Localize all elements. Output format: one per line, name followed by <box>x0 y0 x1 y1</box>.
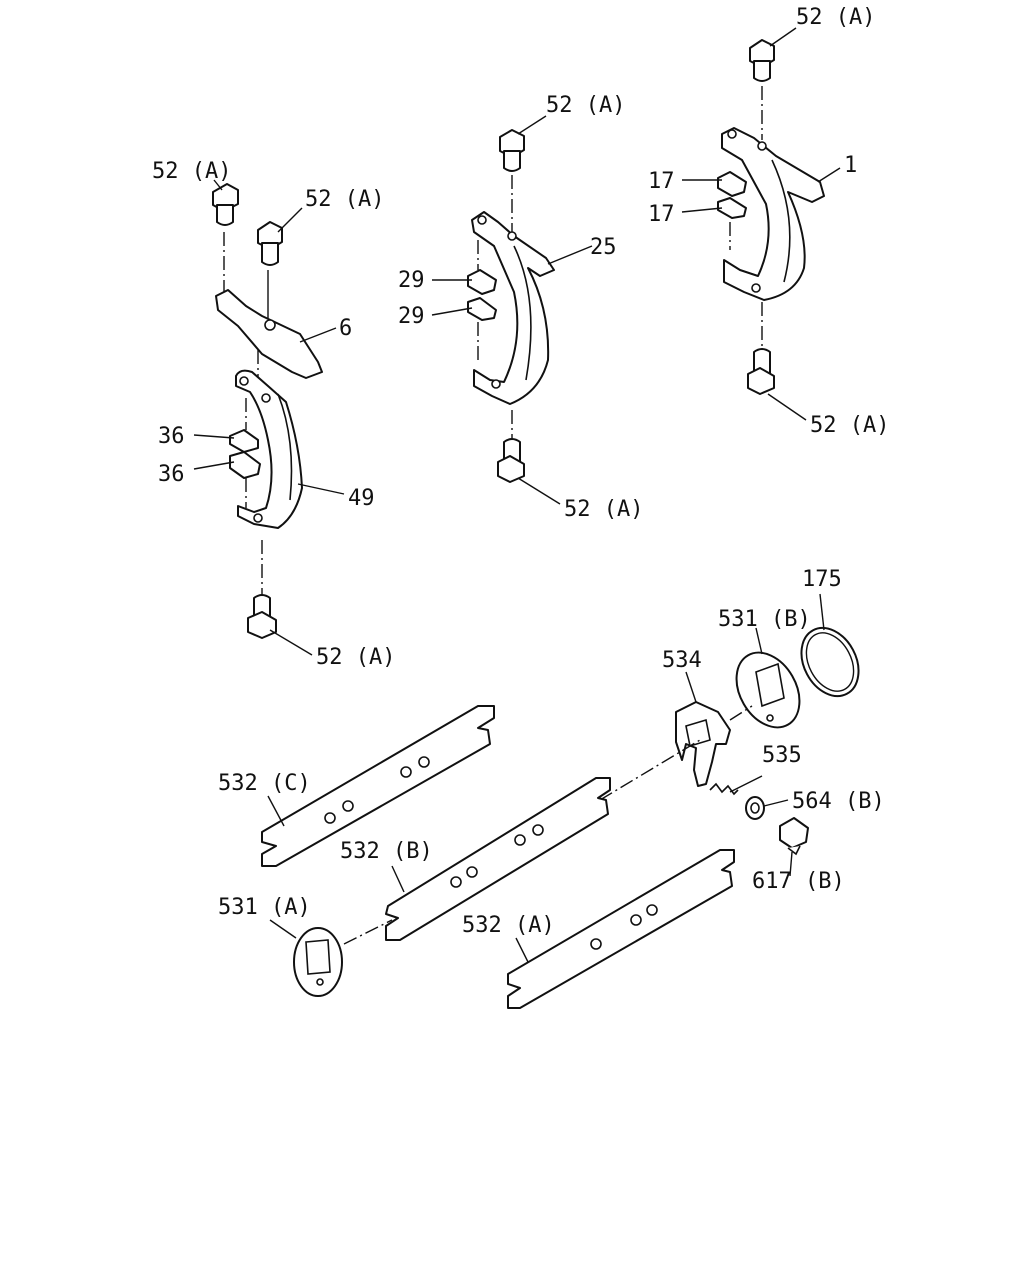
spring-535 <box>709 782 739 796</box>
label-532b: 532 (B) <box>340 839 433 864</box>
right-bolt-top <box>749 39 775 82</box>
middle-key-29-upper <box>467 269 497 295</box>
label-532a: 532 (A) <box>462 913 555 938</box>
left-bolt-bottom <box>247 594 277 639</box>
label-1: 1 <box>844 153 857 178</box>
label-25: 25 <box>590 235 617 260</box>
label-52a-left-top: 52 (A) <box>152 159 231 184</box>
label-52a-middle-bottom: 52 (A) <box>564 497 643 522</box>
label-564b: 564 (B) <box>792 789 885 814</box>
label-36-upper: 36 <box>158 424 185 449</box>
label-531b: 531 (B) <box>718 607 811 632</box>
left-key-36-lower <box>229 451 261 479</box>
left-key-36-upper <box>229 429 259 453</box>
label-531a: 531 (A) <box>218 895 311 920</box>
left-bolt-top <box>212 183 239 226</box>
fork-1 <box>721 127 825 301</box>
label-52a-left-second: 52 (A) <box>305 187 384 212</box>
rail-532b <box>385 777 611 941</box>
bracket-25 <box>471 211 555 405</box>
label-52a-left-bottom: 52 (A) <box>316 645 395 670</box>
right-key-17-lower <box>717 197 747 219</box>
middle-key-29-lower <box>467 297 497 321</box>
interlock-531a <box>293 927 343 997</box>
label-175: 175 <box>802 567 842 592</box>
right-key-17-upper <box>717 171 747 197</box>
label-29-upper: 29 <box>398 268 425 293</box>
label-52a-right-bottom: 52 (A) <box>810 413 889 438</box>
middle-bolt-top <box>499 129 525 172</box>
rail-532a <box>507 849 735 1009</box>
interlock-531b <box>735 651 801 729</box>
label-17-upper: 17 <box>648 169 675 194</box>
middle-bolt-bottom <box>497 438 525 483</box>
label-532c: 532 (C) <box>218 771 311 796</box>
washer-564b <box>745 796 765 820</box>
label-52a-right-top: 52 (A) <box>796 5 875 30</box>
label-534: 534 <box>662 648 702 673</box>
label-36-lower: 36 <box>158 462 185 487</box>
ring-175 <box>800 626 860 698</box>
label-6: 6 <box>339 316 352 341</box>
label-617b: 617 (B) <box>752 869 845 894</box>
fork-49 <box>235 369 303 529</box>
label-17-lower: 17 <box>648 202 675 227</box>
label-49: 49 <box>348 486 375 511</box>
label-52a-middle-top: 52 (A) <box>546 93 625 118</box>
plug-617b <box>779 817 809 856</box>
label-535: 535 <box>762 743 802 768</box>
label-29-lower: 29 <box>398 304 425 329</box>
left-bolt-second <box>257 221 283 266</box>
plate-534 <box>675 701 731 787</box>
bracket-6 <box>215 289 323 379</box>
right-bolt-bottom <box>747 348 775 395</box>
rail-532c <box>261 705 495 867</box>
